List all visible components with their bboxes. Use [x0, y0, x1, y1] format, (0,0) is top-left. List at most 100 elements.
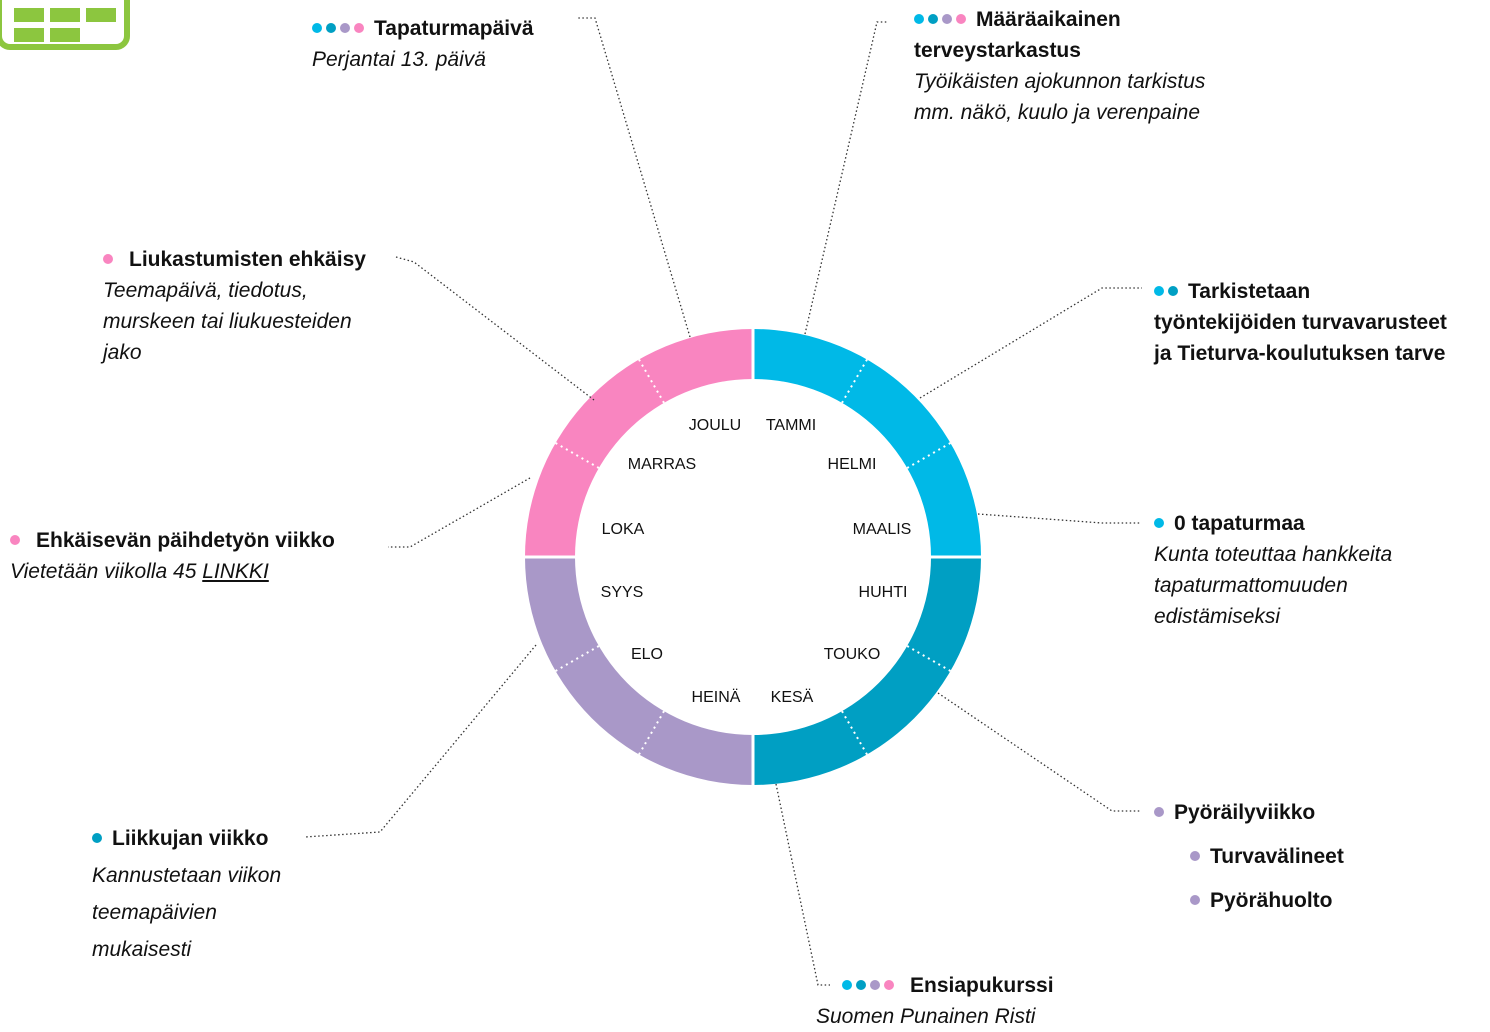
event-title: Pyöräilyviikko: [1174, 801, 1316, 824]
month-label-joulu: JOULU: [689, 417, 741, 434]
month-label-loka: LOKA: [602, 521, 645, 538]
category-dot-cyan: [312, 23, 322, 33]
month-separator: [841, 710, 868, 755]
quarter-segment-huhti-kesa: [753, 557, 981, 785]
category-dot-lilac: [942, 14, 952, 24]
category-dot-lilac: [1190, 895, 1200, 905]
event-subtitle: Vietetään viikolla 45: [10, 560, 197, 583]
category-dots: [1190, 841, 1204, 872]
quarter-segment-loka-joulu: [525, 329, 753, 557]
category-dots: [312, 13, 368, 44]
category-dot-cyan: [914, 14, 924, 24]
event-item-label: Turvavälineet: [1210, 845, 1344, 868]
event-subtitle: Suomen Punainen Risti: [816, 1005, 1036, 1028]
event-title-line: työntekijöiden turvavarusteet: [1154, 311, 1447, 334]
leader-liukastumisten-ehkaisy: [395, 256, 595, 401]
month-label-kesa: KESÄ: [771, 688, 814, 706]
leader-terveystarkastus: [804, 21, 887, 335]
month-separator: [841, 359, 868, 404]
month-label-heina: HEINÄ: [692, 688, 741, 706]
event-liukastumisten-ehkaisy: Liukastumisten ehkäisy Teemapäivä, tiedo…: [103, 244, 366, 368]
month-label-marras: MARRAS: [628, 456, 696, 473]
event-title: Ehkäisevän päihdetyön viikko: [36, 529, 335, 552]
event-subtitle-line: Työikäisten ajokunnon tarkistus: [914, 70, 1206, 93]
category-dot-pink: [884, 980, 894, 990]
category-dot-teal: [928, 14, 938, 24]
category-dots: [1154, 276, 1182, 307]
category-dots: [1190, 885, 1204, 916]
event-title: Tapaturmapäivä: [374, 17, 534, 40]
category-dot-teal: [856, 980, 866, 990]
event-title-line: Määräaikainen: [976, 8, 1121, 31]
month-separator: [906, 645, 951, 672]
category-dot-pink: [103, 254, 113, 264]
category-dot-pink: [354, 23, 364, 33]
event-subtitle-line: Kunta toteuttaa hankkeita: [1154, 543, 1393, 566]
event-item: Pyörähuolto: [1190, 885, 1344, 916]
event-subtitle-line: tapaturmattomuuden: [1154, 574, 1348, 597]
event-item-label: Pyörähuolto: [1210, 889, 1333, 912]
category-dot-pink: [10, 535, 20, 545]
leader-nolla-tapaturmaa: [977, 513, 1140, 524]
event-link[interactable]: LINKKI: [202, 560, 269, 583]
leader-pyorailyviikko: [937, 692, 1140, 812]
event-title: 0 tapaturmaa: [1174, 512, 1305, 535]
category-dot-pink: [956, 14, 966, 24]
event-terveystarkastus: Määräaikainen terveystarkastus Työikäist…: [914, 4, 1205, 128]
month-label-syys: SYYS: [601, 584, 644, 601]
month-separator: [638, 359, 665, 404]
month-label-helmi: HELMI: [828, 456, 877, 473]
leader-liikkujan-viikko: [304, 644, 537, 838]
quarter-segment-tammi-maalis: [753, 329, 981, 557]
category-dot-cyan: [1154, 518, 1164, 528]
category-dots: [842, 970, 898, 1001]
event-subtitle-line: jako: [103, 341, 142, 364]
event-subtitle-line: teemapäivien: [92, 901, 217, 924]
category-dot-lilac: [1154, 807, 1164, 817]
category-dots: [103, 244, 117, 275]
leader-paihdetyon-viikko: [388, 477, 531, 548]
calendar-grid-icon: [0, 0, 130, 50]
category-dot-cyan: [1154, 286, 1164, 296]
category-dot-teal: [92, 833, 102, 843]
event-title-line: terveystarkastus: [914, 39, 1081, 62]
event-subtitle-line: edistämiseksi: [1154, 605, 1281, 628]
category-dots: [914, 4, 970, 35]
event-turvavarusteet: Tarkistetaan työntekijöiden turvavaruste…: [1154, 276, 1447, 369]
leader-tapaturmapaiva: [578, 17, 691, 338]
event-tapaturmapaiva: Tapaturmapäivä Perjantai 13. päivä: [312, 13, 534, 75]
leader-ensiapukurssi: [775, 783, 830, 986]
category-dots: [1154, 797, 1168, 828]
category-dots: [10, 525, 24, 556]
event-liikkujan-viikko: Liikkujan viikko Kannustetaan viikon tee…: [92, 823, 281, 965]
month-label-tammi: TAMMI: [766, 417, 816, 434]
event-title: Liikkujan viikko: [112, 827, 269, 850]
event-title-line: ja Tieturva-koulutuksen tarve: [1154, 342, 1446, 365]
month-label-elo: ELO: [631, 646, 663, 663]
event-title: Liukastumisten ehkäisy: [129, 248, 366, 271]
event-pyorailyviikko: Pyöräilyviikko Turvavälineet Pyörähuolto: [1154, 797, 1344, 916]
category-dots: [1154, 508, 1168, 539]
event-subtitle-line: murskeen tai liukuesteiden: [103, 310, 352, 333]
event-subtitle-line: mm. näkö, kuulo ja verenpaine: [914, 101, 1200, 124]
category-dot-lilac: [1190, 851, 1200, 861]
event-title: Ensiapukurssi: [910, 974, 1054, 997]
month-separator: [906, 442, 951, 469]
category-dots: [92, 823, 106, 854]
month-separator: [555, 442, 600, 469]
month-separator: [638, 710, 665, 755]
month-separator: [555, 645, 600, 672]
category-dot-lilac: [340, 23, 350, 33]
category-dot-teal: [326, 23, 336, 33]
quarter-segment-heina-syys: [525, 557, 753, 785]
event-subtitle: Perjantai 13. päivä: [312, 48, 486, 71]
month-label-maalis: MAALIS: [853, 521, 912, 538]
month-label-huhti: HUHTI: [859, 584, 908, 601]
event-subtitle-line: Teemapäivä, tiedotus,: [103, 279, 308, 302]
event-item: Turvavälineet: [1190, 841, 1344, 872]
event-paihdetyon-viikko: Ehkäisevän päihdetyön viikko Vietetään v…: [10, 525, 335, 587]
event-title-line: Tarkistetaan: [1188, 280, 1311, 303]
category-dot-teal: [1168, 286, 1178, 296]
event-subtitle-line: Kannustetaan viikon: [92, 864, 282, 887]
